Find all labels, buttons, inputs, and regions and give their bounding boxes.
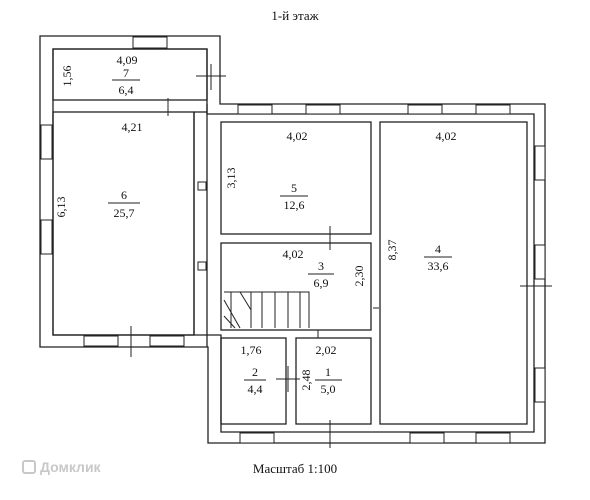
room-4-number: 4 xyxy=(435,242,441,256)
room-7-depth: 1,56 xyxy=(60,66,74,87)
room-7-area: 6,4 xyxy=(119,83,134,97)
room-5-outline xyxy=(220,121,372,235)
room-3-width: 4,02 xyxy=(283,247,304,261)
room-4-depth: 8,37 xyxy=(385,240,399,261)
room-7-width: 4,09 xyxy=(117,53,138,67)
floor-title: 1-й этаж xyxy=(271,8,319,23)
room-3-depth: 2,30 xyxy=(352,266,366,287)
room-6-width: 4,21 xyxy=(122,120,143,134)
room-3-outline xyxy=(220,242,372,331)
room-1-width: 2,02 xyxy=(316,343,337,357)
room-2-number: 2 xyxy=(252,365,258,379)
room-5-depth: 3,13 xyxy=(224,168,238,189)
room-4-area: 33,6 xyxy=(428,259,449,273)
room-5-number: 5 xyxy=(291,181,297,195)
room-7-outline xyxy=(52,48,208,101)
room-2-width: 1,76 xyxy=(241,343,262,357)
outer-wall-inner xyxy=(52,48,535,433)
room-6-number: 6 xyxy=(121,188,127,202)
room-6-area: 25,7 xyxy=(114,206,135,220)
watermark: Домклик xyxy=(22,459,101,475)
staircase xyxy=(223,291,310,329)
watermark-text: Домклик xyxy=(40,459,101,475)
room-3-number: 3 xyxy=(318,259,324,273)
room-4-outline xyxy=(379,121,528,425)
windows xyxy=(40,36,546,444)
room-6-outline xyxy=(52,111,195,336)
outer-wall-outer xyxy=(39,35,546,444)
room-2-area: 4,4 xyxy=(248,382,263,396)
room-2-outline xyxy=(220,337,287,425)
room-1-depth: 2,48 xyxy=(299,370,313,391)
room-1-outline xyxy=(295,337,372,425)
room-1-area: 5,0 xyxy=(321,382,336,396)
room-5-width: 4,02 xyxy=(287,129,308,143)
door-marks xyxy=(130,64,552,448)
room-1-number: 1 xyxy=(325,365,331,379)
room-7-number: 7 xyxy=(123,66,129,80)
scale-label: Масштаб 1:100 xyxy=(252,461,338,476)
room-3-area: 6,9 xyxy=(314,276,329,290)
room-4-width: 4,02 xyxy=(436,129,457,143)
room-6-depth: 6,13 xyxy=(54,197,68,218)
domclick-logo-icon xyxy=(22,460,36,474)
label-lines xyxy=(108,79,452,381)
room-5-area: 12,6 xyxy=(284,198,305,212)
